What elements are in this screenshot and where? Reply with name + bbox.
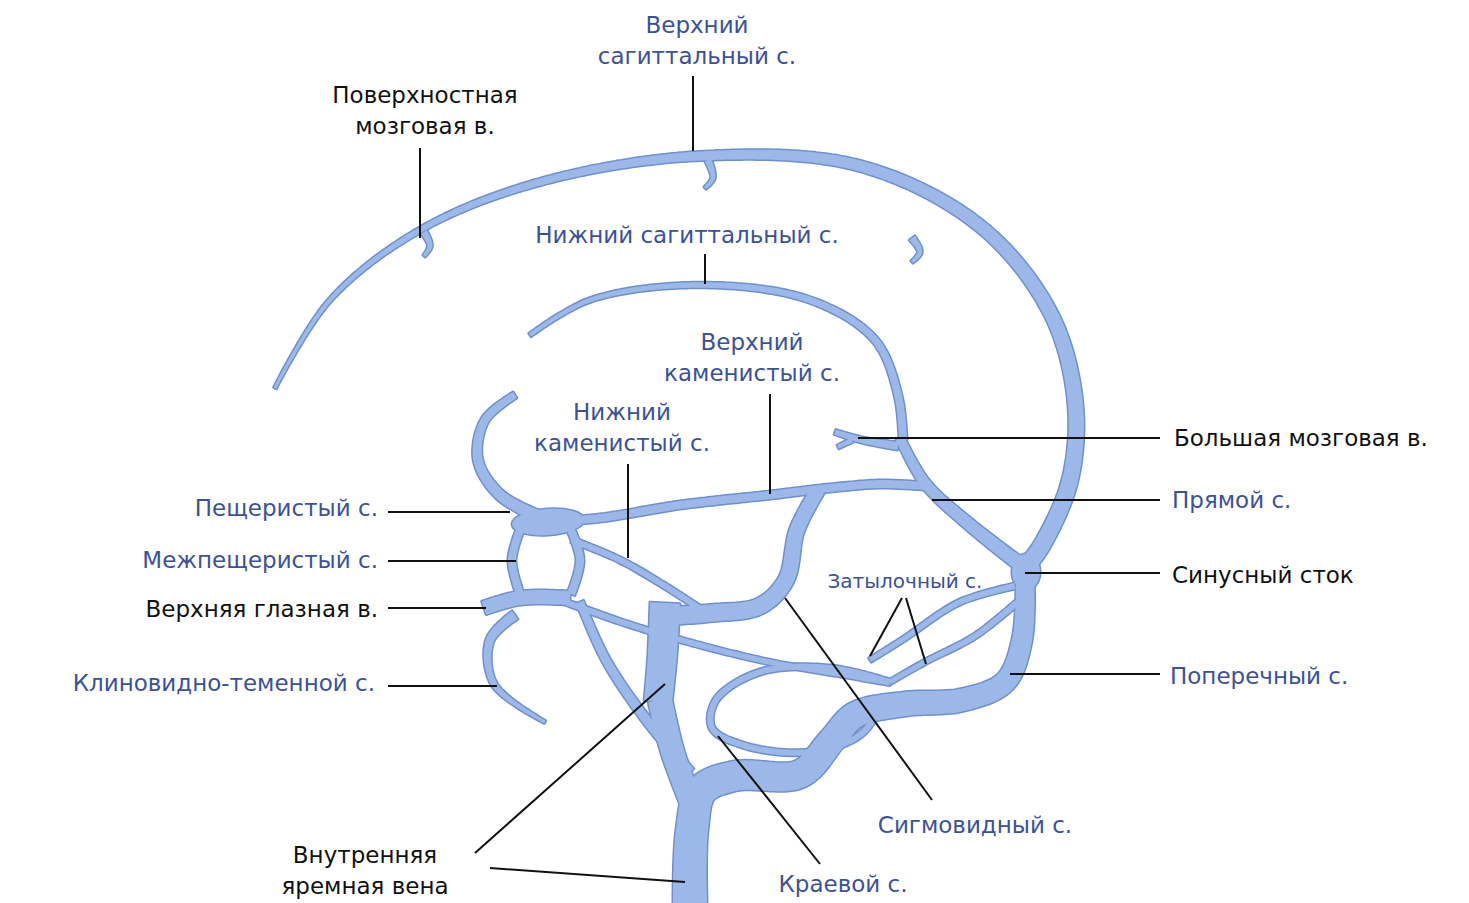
label-text: Верхняя глазная в. [146, 596, 378, 622]
vessel [484, 611, 546, 723]
label-text: Клиновидно-теменной с. [73, 670, 375, 696]
structure-label: Внутренняя яремная вена [250, 840, 480, 902]
vessel-outline [896, 436, 1029, 573]
vessel [834, 430, 898, 450]
vessel [566, 526, 584, 595]
vessel [644, 602, 680, 703]
label-text: Поперечный с. [1170, 663, 1348, 689]
vessel-fills [274, 150, 1084, 903]
structure-label: Прямой с. [1172, 485, 1291, 516]
structure-label: Синусный сток [1172, 560, 1354, 591]
leader-line [858, 437, 1160, 439]
leader-line [388, 685, 497, 687]
leader-line [388, 511, 510, 513]
vessel-outline [421, 230, 432, 257]
label-text: Затылочный с. [828, 569, 983, 593]
structure-label: Краевой с. [778, 869, 907, 900]
leader-line [1025, 572, 1160, 574]
vessel [909, 236, 922, 263]
structure-label: Верхний каменистый с. [632, 327, 872, 389]
leader-line [388, 560, 516, 562]
structure-label: Верхняя глазная в. [146, 594, 378, 625]
vessel-outline [540, 480, 926, 526]
label-text: Синусный сток [1172, 562, 1354, 588]
vessel-outline [482, 590, 571, 615]
vessel-outline [473, 392, 543, 523]
leader-line [870, 598, 902, 656]
structure-label: Межпещеристый с. [142, 545, 378, 576]
structure-label: Верхний сагиттальный с. [577, 10, 817, 72]
structure-label: Поперечный с. [1170, 661, 1348, 692]
label-text: Нижний каменистый с. [534, 399, 710, 456]
vessel [869, 583, 1016, 662]
vessel [571, 537, 704, 612]
leader-line [627, 464, 629, 558]
leader-line [769, 394, 771, 494]
vessel-outline [484, 611, 546, 723]
leader-line [718, 736, 820, 864]
label-text: Большая мозговая в. [1174, 425, 1428, 451]
vessel-outline [704, 159, 716, 190]
leader-line [1010, 673, 1160, 675]
label-text: Нижний сагиттальный с. [535, 222, 839, 248]
structure-label: Нижний каменистый с. [502, 397, 742, 459]
leader-line [419, 148, 421, 238]
label-text: Пещеристый с. [195, 495, 378, 521]
structure-label: Сигмовидный с. [878, 810, 1072, 841]
leader-line [932, 499, 1160, 501]
vessel-outline [673, 572, 1035, 903]
vessel-outline [566, 526, 584, 595]
label-text: Верхний каменистый с. [664, 329, 840, 386]
structure-label: Пещеристый с. [195, 493, 378, 524]
vessel [421, 230, 432, 257]
vessel-outline [508, 524, 526, 596]
label-text: Краевой с. [778, 871, 907, 897]
vessel-outline [909, 236, 922, 263]
vessel-outlines [274, 150, 1084, 903]
leader-line [906, 598, 926, 664]
vessel [540, 480, 926, 526]
vessel [473, 392, 543, 523]
vessel-outline [274, 150, 1084, 574]
leader-line [490, 868, 685, 882]
vessel-outline [837, 438, 853, 449]
label-text: Прямой с. [1172, 487, 1291, 513]
label-text: Межпещеристый с. [142, 547, 378, 573]
vessel [896, 436, 1029, 573]
label-text: Сигмовидный с. [878, 812, 1072, 838]
vessel [673, 572, 1035, 903]
structure-label: Клиновидно-теменной с. [73, 668, 375, 699]
leader-line [704, 254, 706, 284]
vessel [482, 590, 571, 615]
structure-label: Большая мозговая в. [1174, 423, 1428, 454]
leader-line [388, 607, 486, 609]
vessel-outline [644, 602, 680, 703]
leader-line [475, 684, 665, 853]
label-text: Верхний сагиттальный с. [598, 12, 796, 69]
vessel-outline [834, 430, 898, 450]
vessel [274, 150, 1084, 574]
vessel [837, 438, 853, 449]
leader-lines [388, 76, 1160, 882]
structure-label: Нижний сагиттальный с. [535, 220, 839, 251]
vessel [508, 524, 526, 596]
leader-line [785, 598, 932, 800]
structure-label: Поверхностная мозговая в. [305, 80, 545, 142]
vessel-outline [571, 537, 704, 612]
vessel [889, 598, 1022, 685]
label-text: Внутренняя яремная вена [281, 842, 448, 899]
vessel [704, 159, 716, 190]
structure-label: Затылочный с. [828, 566, 983, 597]
label-text: Поверхностная мозговая в. [332, 82, 517, 139]
leader-line [692, 76, 694, 151]
vessel [576, 601, 694, 776]
